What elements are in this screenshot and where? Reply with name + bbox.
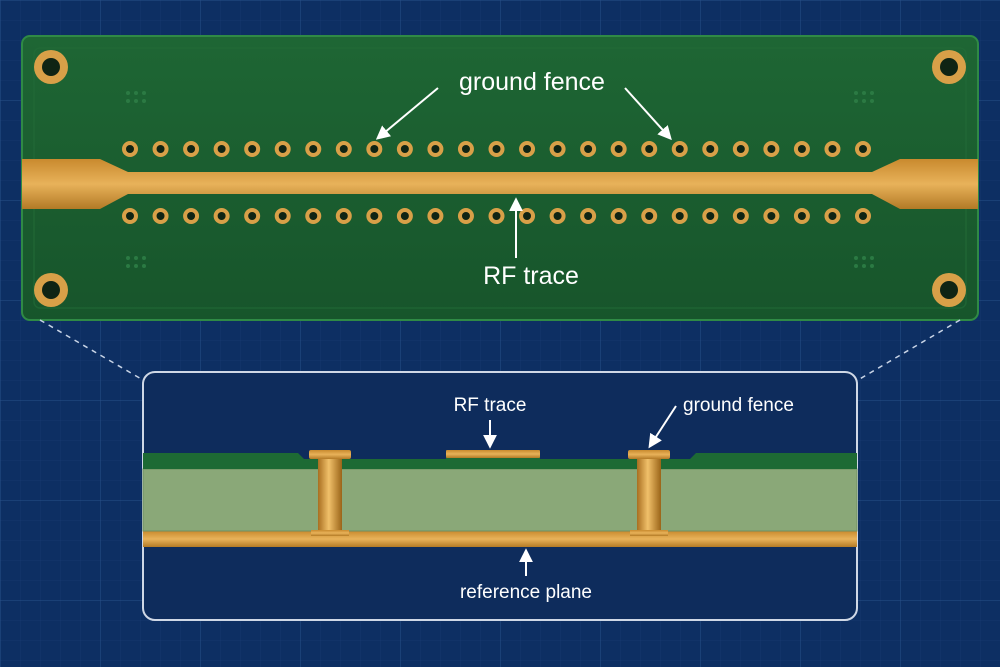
via-icon [152,208,169,224]
via-icon [183,208,200,224]
via-icon [488,141,505,157]
via-icon [183,141,200,157]
label-reference-plane: reference plane [460,582,592,603]
via-icon [671,141,688,157]
via-icon [732,141,749,157]
via-icon [396,141,413,157]
via-icon [641,208,658,224]
via-icon [396,208,413,224]
via-icon [793,141,810,157]
via-icon [427,208,444,224]
via-icon [732,208,749,224]
via-icon [335,141,352,157]
via-icon [457,141,474,157]
via-icon [366,141,383,157]
via-icon [702,208,719,224]
via-icon [824,208,841,224]
via-icon [549,208,566,224]
via-icon [763,208,780,224]
via-row-top [122,141,871,157]
via-icon [610,141,627,157]
via-icon [610,208,627,224]
via-icon [122,141,138,157]
via-icon [824,141,841,157]
via-row-bottom [122,208,871,224]
substrate [143,469,857,531]
rf-trace-section [446,450,540,458]
rf-trace [22,159,978,209]
via-icon [702,141,719,157]
mounting-hole-icon [34,50,68,84]
via-icon [213,208,230,224]
silkscreen-dots [126,91,874,268]
arrow-ground-fence-section [648,405,677,449]
via-icon [305,141,322,157]
label-rf-trace-section: RF trace [454,395,527,416]
via-icon [152,141,169,157]
via-icon [305,208,322,224]
via-icon [244,208,261,224]
via-icon [213,141,230,157]
via-icon [549,141,566,157]
via-icon [122,208,138,224]
label-rf-trace-top: RF trace [483,262,579,290]
via-icon [855,208,871,224]
top-view-board [21,35,979,321]
arrow-ground-fence-left [375,87,439,140]
via-icon [335,208,352,224]
via-icon [793,208,810,224]
mounting-hole-icon [932,50,966,84]
cross-section-panel [142,371,858,621]
via-icon [763,141,780,157]
via-icon [519,208,536,224]
mounting-hole-icon [932,273,966,307]
via-icon [274,208,291,224]
via-left [309,450,351,536]
via-icon [274,141,291,157]
via-icon [427,141,444,157]
via-icon [671,208,688,224]
via-icon [366,208,383,224]
via-icon [519,141,536,157]
mounting-hole-icon [34,273,68,307]
via-icon [244,141,261,157]
arrow-ground-fence-right [624,87,672,141]
via-icon [580,141,597,157]
via-icon [641,141,658,157]
label-ground-fence-top: ground fence [459,68,605,96]
via-icon [488,208,505,224]
via-icon [457,208,474,224]
reference-plane [143,531,857,547]
via-icon [580,208,597,224]
label-ground-fence-section: ground fence [683,395,794,416]
via-icon [855,141,871,157]
via-right [628,450,670,536]
